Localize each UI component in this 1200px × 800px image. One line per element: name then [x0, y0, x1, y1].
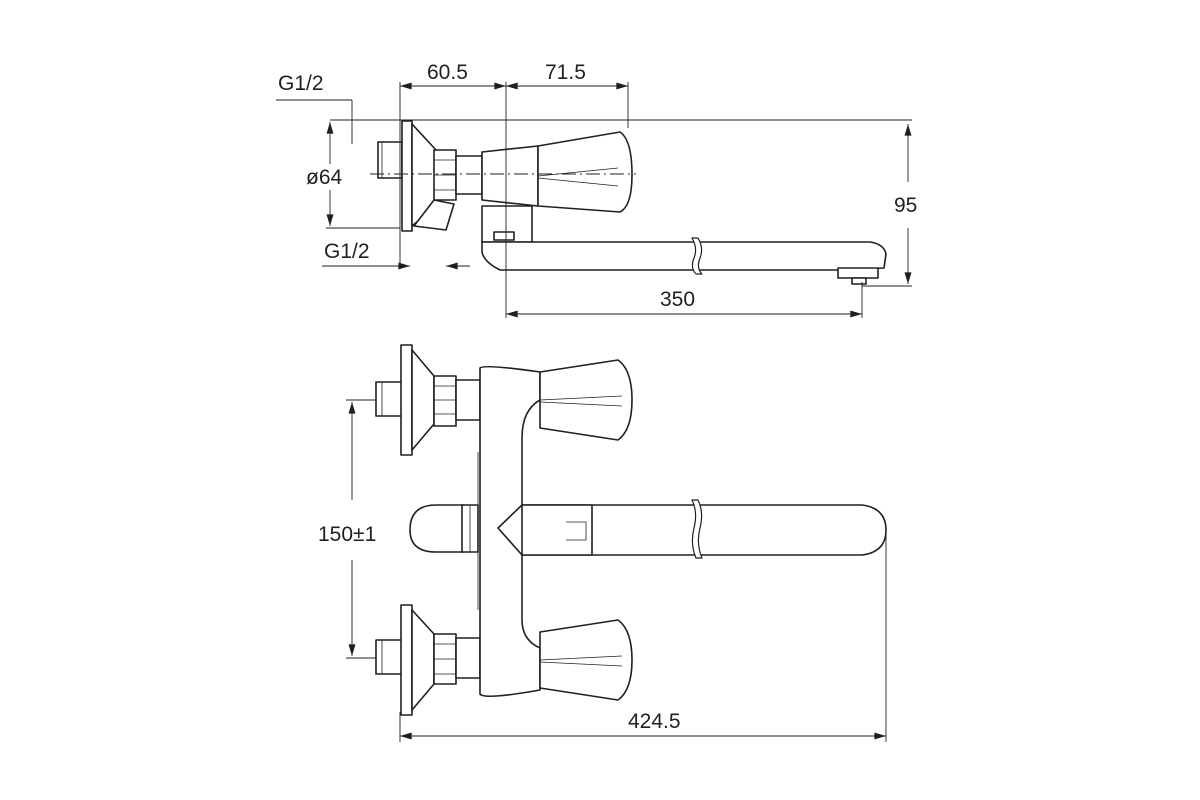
- side-dimensions: [276, 82, 912, 318]
- side-lower-connector: [413, 199, 455, 231]
- side-view: [370, 120, 887, 285]
- dim-offset-1: 60.5: [427, 61, 468, 84]
- front-view: [375, 344, 887, 716]
- side-sleeve: [455, 155, 483, 195]
- front-bottom-inlet: [375, 604, 481, 716]
- front-top-inlet: [375, 344, 481, 456]
- side-spout: [481, 241, 887, 271]
- front-diverter-knob: [409, 504, 465, 553]
- dim-spout-reach: 350: [660, 288, 695, 311]
- front-top-handle: [539, 359, 633, 441]
- side-aerator: [837, 267, 879, 279]
- dim-offset-2: 71.5: [545, 61, 586, 84]
- dim-flange-diameter: ø64: [306, 166, 343, 189]
- dim-height: 95: [894, 194, 917, 217]
- side-valve-body: [481, 145, 539, 207]
- dim-thread-top: G1/2: [278, 72, 324, 95]
- side-wall-flange: [401, 120, 413, 232]
- dim-thread-bottom: G1/2: [324, 240, 370, 263]
- front-bottom-handle: [539, 619, 633, 701]
- dim-overall-length: 424.5: [628, 710, 681, 733]
- front-dimensions: [346, 399, 887, 742]
- side-handle: [537, 131, 633, 213]
- dim-center-distance: 150±1: [318, 523, 376, 546]
